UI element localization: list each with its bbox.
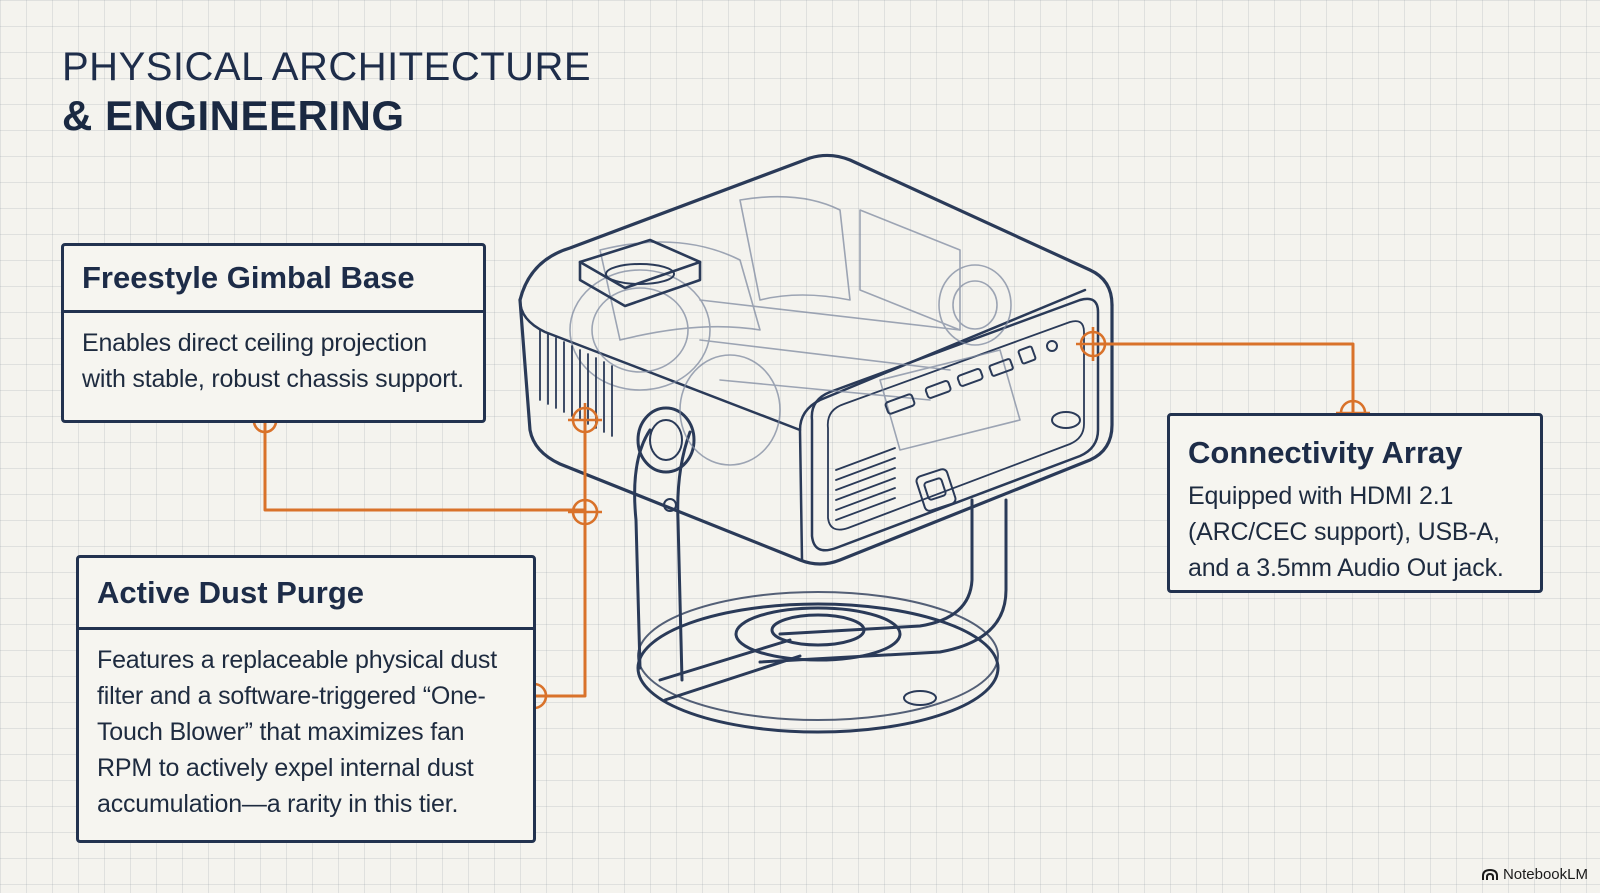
crosshair-icon <box>568 495 602 529</box>
dust-purge-card-title: Active Dust Purge <box>79 558 533 630</box>
side-vent-drawing <box>539 329 613 437</box>
title-line-2: & ENGINEERING <box>62 92 405 140</box>
crosshair-icon <box>568 403 602 437</box>
dust-leader-line <box>534 420 587 698</box>
gimbal-base-card: Freestyle Gimbal Base Enables direct cei… <box>61 243 486 423</box>
gimbal-base-card-title: Freestyle Gimbal Base <box>64 246 483 313</box>
lens-housing-drawing <box>578 238 702 308</box>
front-vent-drawing <box>835 447 896 521</box>
connectivity-card: Connectivity Array Equipped with HDMI 2.… <box>1167 413 1543 593</box>
dust-purge-card: Active Dust Purge Features a replaceable… <box>76 555 536 843</box>
gimbal-arm-drawing <box>633 406 1008 682</box>
brand-name: NotebookLM <box>1502 866 1588 883</box>
notebooklm-logo-icon <box>1481 868 1498 880</box>
gimbal-base-drawing <box>636 591 1000 734</box>
projector-body-drawing <box>518 153 1114 566</box>
page-title: PHYSICAL ARCHITECTURE & ENGINEERING <box>62 44 591 141</box>
port-array-drawing <box>884 340 1081 512</box>
connectivity-leader-line <box>1093 342 1355 413</box>
gimbal-base-card-body: Enables direct ceiling projection with s… <box>82 329 464 393</box>
dust-purge-card-body: Features a replaceable physical dust fil… <box>97 646 497 818</box>
connectivity-card-body: Equipped with HDMI 2.1 (ARC/CEC support)… <box>1188 482 1504 582</box>
connectivity-card-title: Connectivity Array <box>1188 435 1463 470</box>
crosshair-icon <box>1076 327 1110 361</box>
title-line-1: PHYSICAL ARCHITECTURE <box>62 45 592 89</box>
brand-watermark: NotebookLM <box>1481 866 1588 883</box>
gimbal-leader-line <box>263 421 585 512</box>
